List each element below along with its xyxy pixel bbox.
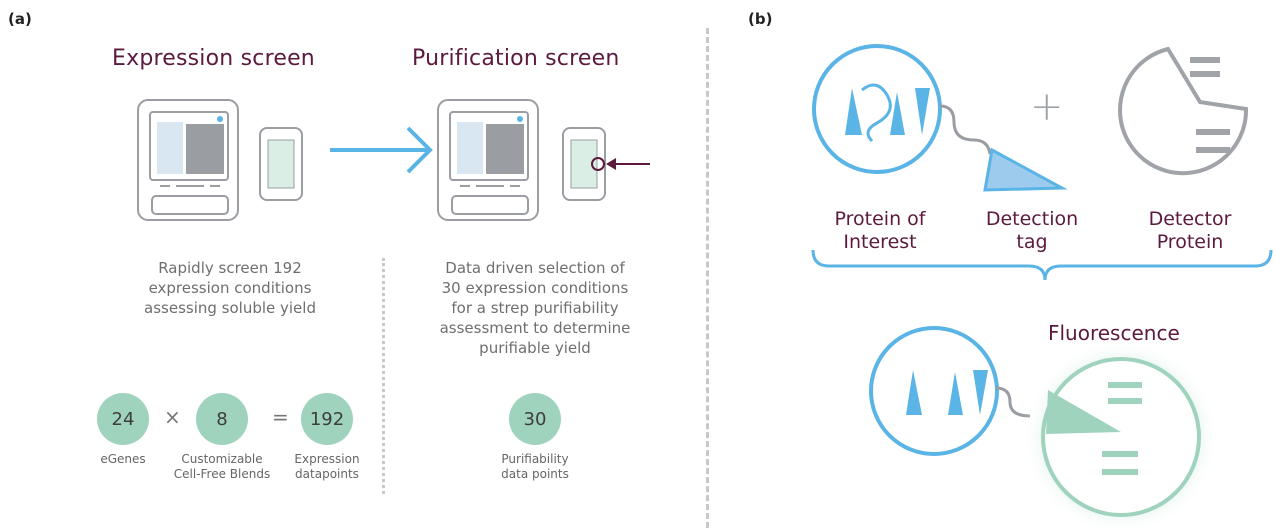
datapoints-caption: Expression datapoints [294, 452, 360, 481]
linker-icon [939, 104, 992, 155]
panel-divider [706, 28, 709, 528]
blends-count: 8 [196, 393, 248, 445]
expression-description: Rapidly screen 192 expression conditions… [144, 259, 316, 317]
plate-icon [259, 127, 303, 201]
plate-icon [562, 127, 606, 201]
purification-screen-title: Purification screen [412, 46, 620, 71]
expression-screen-title: Expression screen [112, 46, 315, 71]
bound-protein-of-interest-icon [869, 326, 1031, 456]
blends-caption: Customizable Cell-Free Blends [173, 452, 271, 481]
panel-b-label: (b) [748, 10, 773, 28]
fluorescence-label: Fluorescence [1048, 321, 1180, 345]
purifiability-count: 30 [509, 393, 561, 445]
egenes-count: 24 [97, 393, 149, 445]
brace-icon [811, 249, 1273, 281]
arrow-icon [330, 126, 433, 174]
panel-a-label: (a) [8, 10, 32, 28]
detection-tag-label: Detection tag [985, 208, 1079, 253]
detection-tag-icon [983, 147, 1068, 192]
instrument-icon [437, 99, 539, 221]
stage-divider [382, 258, 385, 494]
equals-sign: = [272, 405, 289, 429]
detector-protein-icon [1118, 46, 1249, 176]
plus-sign: + [1030, 84, 1064, 130]
selection-arrow-icon [606, 158, 650, 170]
detector-protein-label: Detector Protein [1148, 208, 1232, 253]
protein-of-interest-label: Protein of Interest [834, 208, 926, 253]
purifiability-caption: Purifiability data points [501, 452, 569, 481]
protein-of-interest-icon [812, 44, 942, 174]
purification-description: Data driven selection of 30 expression c… [439, 259, 631, 357]
egenes-caption: eGenes [100, 452, 146, 466]
fluorescent-complex-icon [1023, 339, 1219, 528]
instrument-icon [137, 99, 239, 221]
datapoints-count: 192 [301, 393, 353, 445]
times-sign: × [164, 405, 181, 429]
